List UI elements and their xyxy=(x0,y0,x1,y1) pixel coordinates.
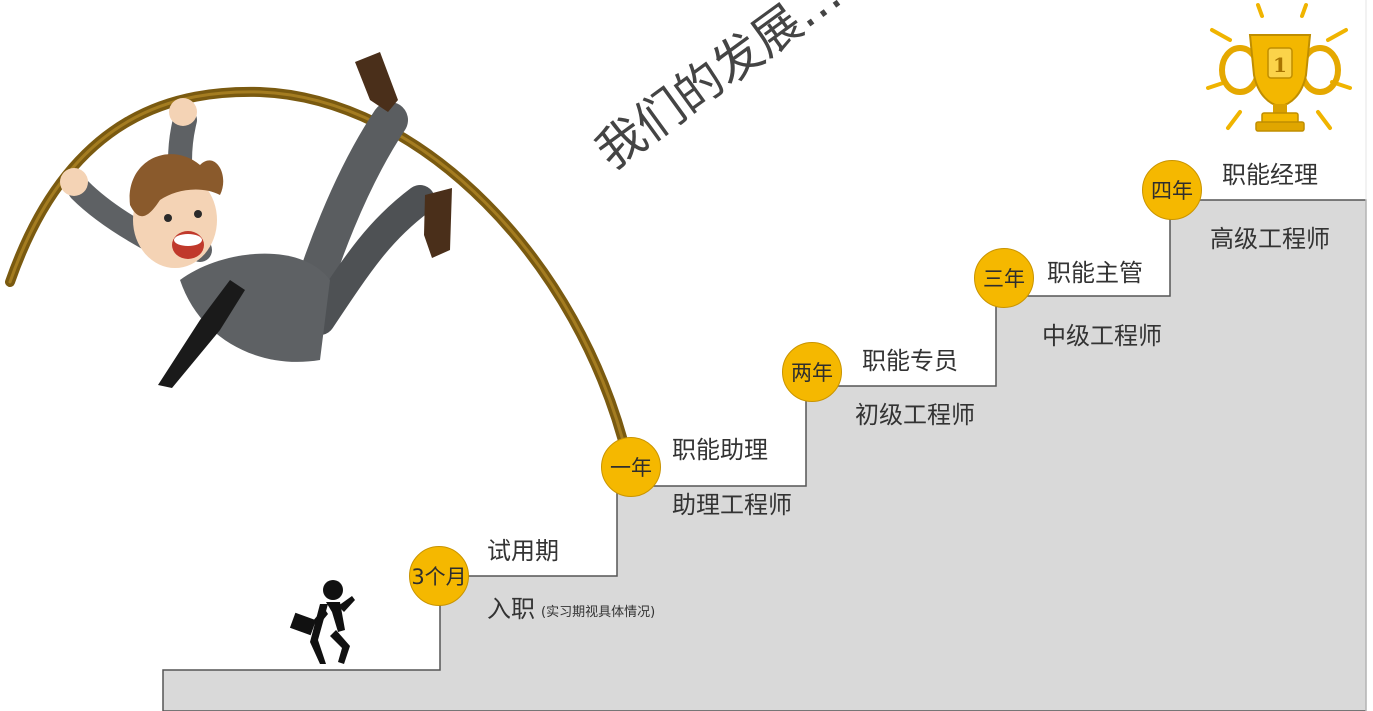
step-title-supervisor: 职能主管 xyxy=(1047,259,1143,287)
step-subtitle-junior-engineer: 初级工程师 xyxy=(855,401,975,429)
step-title-specialist: 职能专员 xyxy=(862,347,958,375)
walking-man-briefcase-icon xyxy=(289,580,355,664)
businessman-pole-vault-illustration xyxy=(60,52,452,388)
step-subtitle-text: 入职 xyxy=(487,595,535,623)
step-title-assistant: 职能助理 xyxy=(672,436,768,464)
step-badge-1-year: 一年 xyxy=(601,437,661,497)
step-title-probation: 试用期 xyxy=(487,537,559,565)
step-badge-3-months: 3个月 xyxy=(409,546,469,606)
step-subtitle-mid-engineer: 中级工程师 xyxy=(1042,322,1162,350)
step-badge-2-years: 两年 xyxy=(782,342,842,402)
trophy-number: 1 xyxy=(1273,53,1287,77)
gold-trophy-icon: 1 xyxy=(1206,3,1352,132)
step-badge-3-years: 三年 xyxy=(974,248,1034,308)
step-note: (实习期视具体情况) xyxy=(541,604,656,620)
step-badge-4-years: 四年 xyxy=(1142,160,1202,220)
step-subtitle-onboarding: 入职 (实习期视具体情况) xyxy=(487,589,655,624)
step-subtitle-assistant-engineer: 助理工程师 xyxy=(672,491,792,519)
step-subtitle-senior-engineer: 高级工程师 xyxy=(1210,225,1330,253)
step-title-manager: 职能经理 xyxy=(1222,161,1318,189)
